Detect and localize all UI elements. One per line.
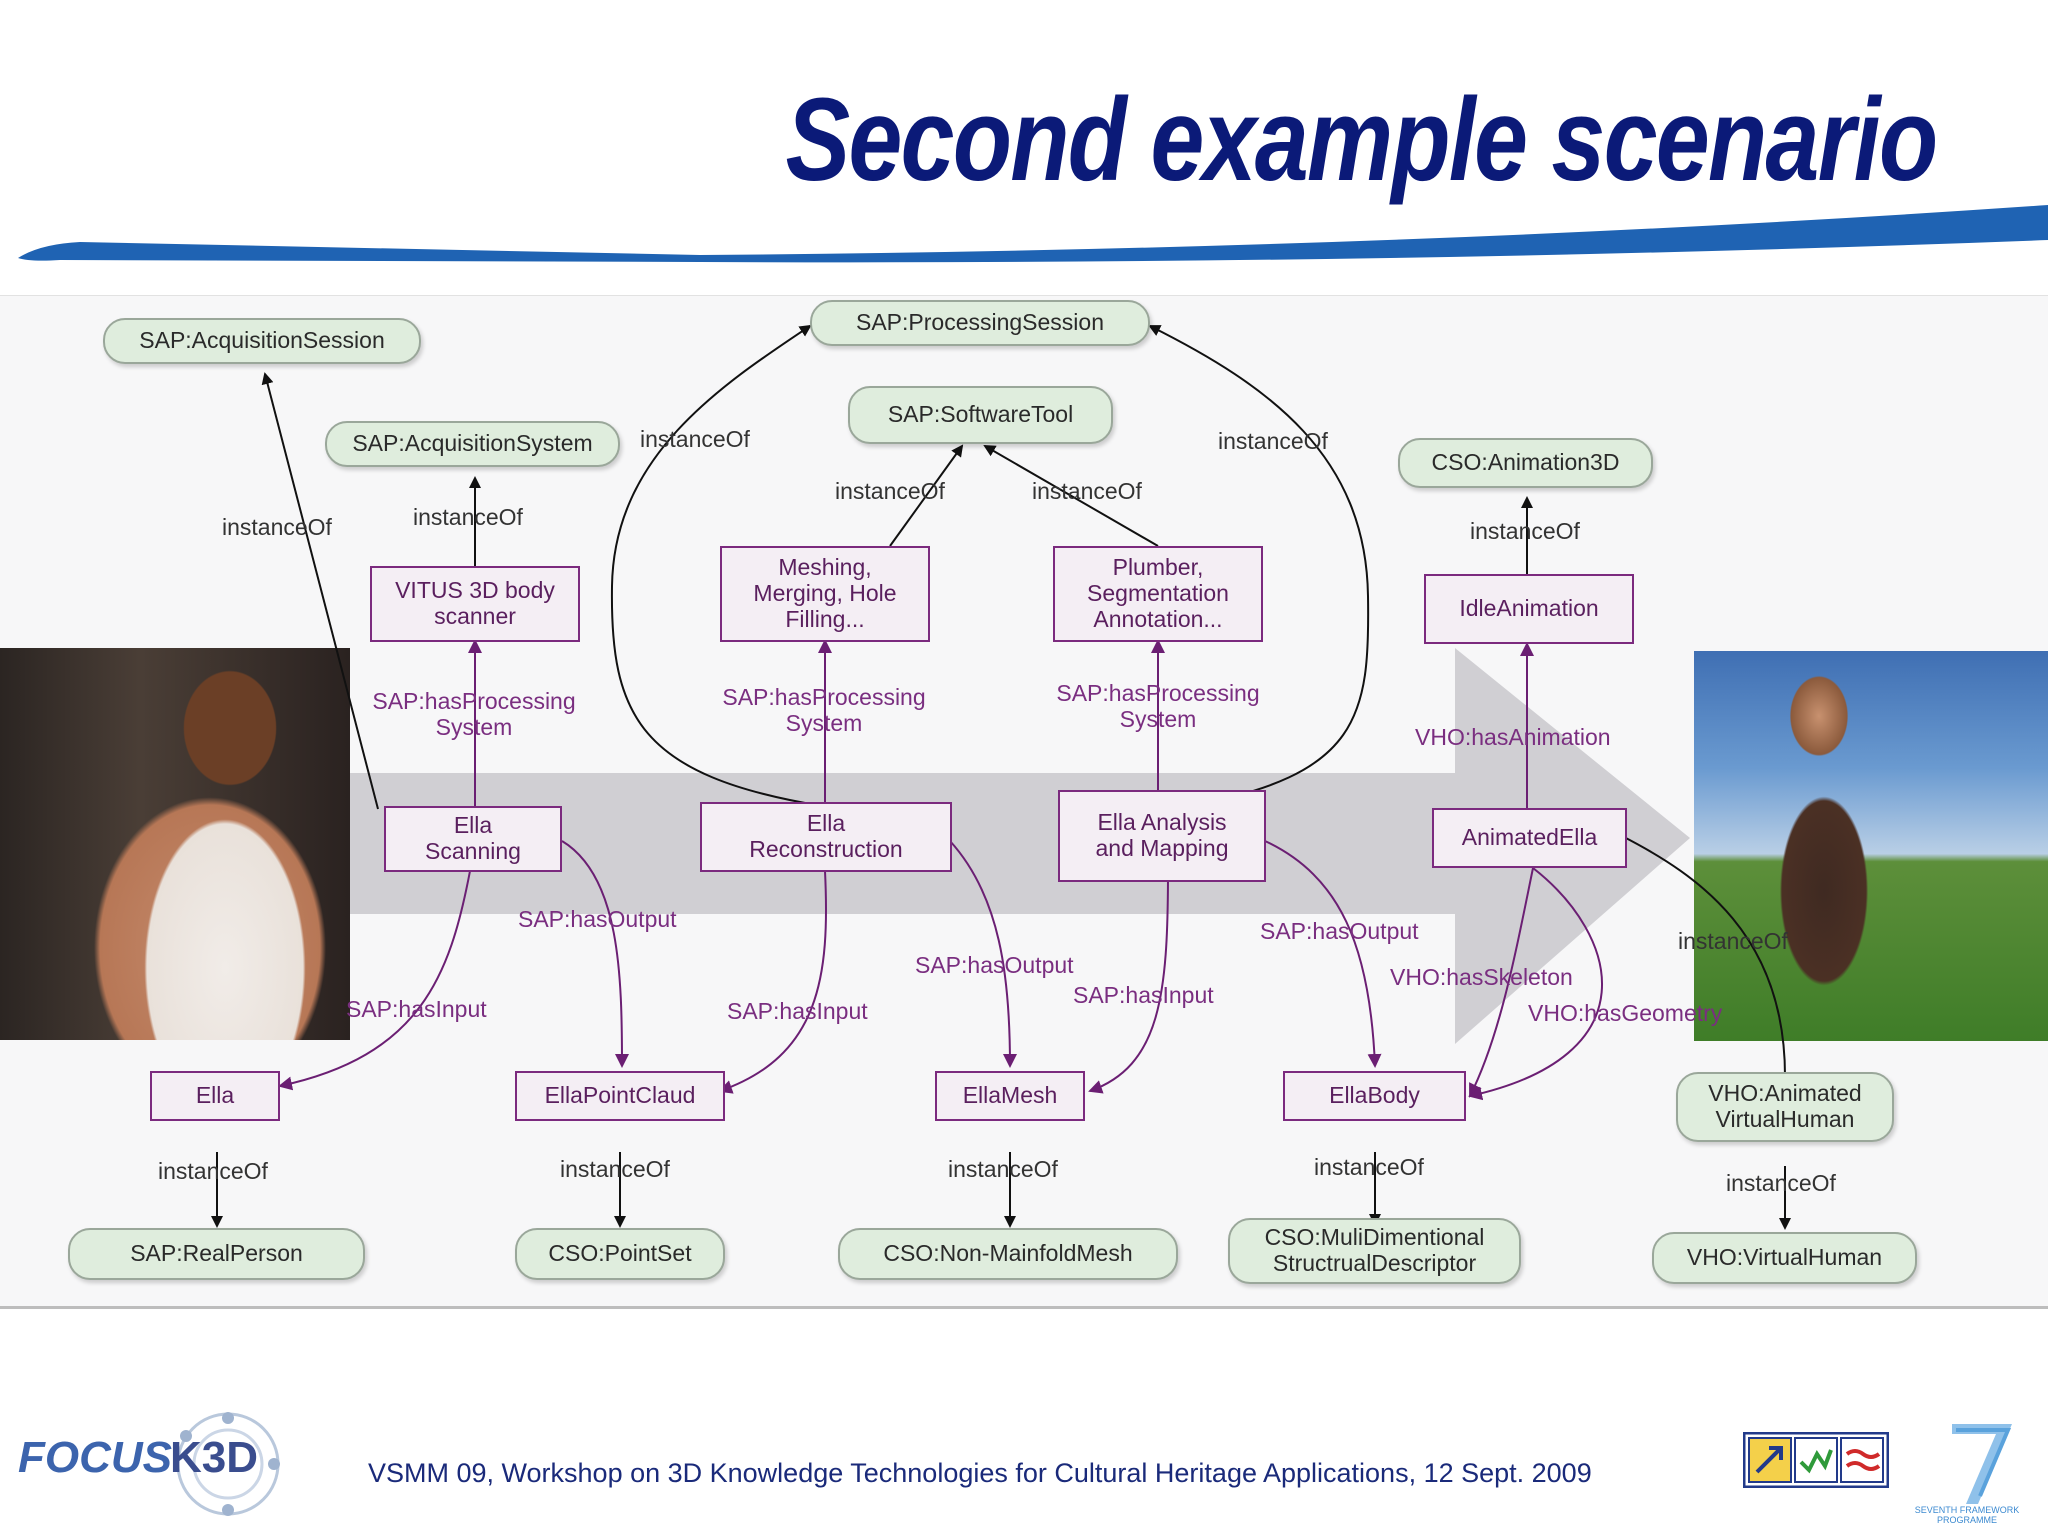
class-structural-descriptor: CSO:MuliDimentional StructrualDescriptor — [1228, 1218, 1521, 1284]
label-has-processing-system: SAP:hasProcessing System — [372, 688, 576, 741]
label-has-input: SAP:hasInput — [346, 996, 487, 1022]
class-animated-virtual-human: VHO:Animated VirtualHuman — [1676, 1072, 1894, 1142]
instance-animated-ella: AnimatedElla — [1432, 808, 1627, 868]
instance-idle-animation: IdleAnimation — [1424, 574, 1634, 644]
instance-meshing-tool: Meshing, Merging, Hole Filling... — [720, 546, 930, 642]
instance-plumber-tool: Plumber, Segmentation Annotation... — [1053, 546, 1263, 642]
class-real-person: SAP:RealPerson — [68, 1228, 365, 1280]
instance-ella-pointcloud: EllaPointClaud — [515, 1071, 725, 1121]
label-instanceof: instanceOf — [158, 1158, 268, 1184]
slide-title: Second example scenario — [785, 74, 1937, 206]
fp7-logo: SEVENTH FRAMEWORK PROGRAMME — [1912, 1420, 2022, 1532]
label-has-skeleton: VHO:hasSkeleton — [1390, 964, 1573, 990]
process-flow-arrow — [350, 648, 1690, 1044]
label-has-processing-system: SAP:hasProcessing System — [1056, 680, 1260, 733]
instance-ella-body: EllaBody — [1283, 1071, 1466, 1121]
ella-photo — [0, 648, 350, 1040]
class-non-manifold-mesh: CSO:Non-MainfoldMesh — [838, 1228, 1178, 1280]
label-has-input: SAP:hasInput — [1073, 982, 1214, 1008]
diagram-connectors — [211, 324, 1791, 1230]
label-instanceof: instanceOf — [222, 514, 332, 540]
instance-ella: Ella — [150, 1071, 280, 1121]
footer-citation: VSMM 09, Workshop on 3D Knowledge Techno… — [368, 1458, 1592, 1488]
label-instanceof: instanceOf — [1678, 928, 1788, 954]
instance-ella-mesh: EllaMesh — [935, 1071, 1085, 1121]
label-instanceof: instanceOf — [413, 504, 523, 530]
label-instanceof: instanceOf — [1470, 518, 1580, 544]
instance-vitus-scanner: VITUS 3D body scanner — [370, 566, 580, 642]
label-instanceof: instanceOf — [1726, 1170, 1836, 1196]
header-banner — [18, 205, 2048, 263]
animated-ella-render — [1694, 651, 2048, 1041]
class-virtual-human: VHO:VirtualHuman — [1652, 1232, 1917, 1284]
label-instanceof: instanceOf — [948, 1156, 1058, 1182]
label-has-output: SAP:hasOutput — [915, 952, 1074, 978]
class-software-tool: SAP:SoftwareTool — [848, 386, 1113, 444]
label-instanceof: instanceOf — [560, 1156, 670, 1182]
label-instanceof: instanceOf — [835, 478, 945, 504]
instance-ella-scanning: Ella Scanning — [384, 806, 562, 872]
label-instanceof: instanceOf — [1218, 428, 1328, 454]
class-animation3d: CSO:Animation3D — [1398, 438, 1653, 488]
label-instanceof: instanceOf — [640, 426, 750, 452]
label-instanceof: instanceOf — [1032, 478, 1142, 504]
label-has-animation: VHO:hasAnimation — [1415, 724, 1611, 750]
class-acquisition-system: SAP:AcquisitionSystem — [325, 421, 620, 467]
ict-logo — [1742, 1431, 1890, 1489]
label-has-output: SAP:hasOutput — [518, 906, 677, 932]
label-has-output: SAP:hasOutput — [1260, 918, 1419, 944]
instance-ella-reconstruction: Ella Reconstruction — [700, 802, 952, 872]
class-processing-session: SAP:ProcessingSession — [810, 300, 1150, 346]
instance-ella-analysis: Ella Analysis and Mapping — [1058, 790, 1266, 882]
class-acquisition-session: SAP:AcquisitionSession — [103, 318, 421, 364]
label-instanceof: instanceOf — [1314, 1154, 1424, 1180]
label-has-processing-system: SAP:hasProcessing System — [722, 684, 926, 737]
class-pointset: CSO:PointSet — [515, 1228, 725, 1280]
ontology-diagram: SAP:AcquisitionSession SAP:AcquisitionSy… — [0, 295, 2048, 1309]
label-has-input: SAP:hasInput — [727, 998, 868, 1024]
label-has-geometry: VHO:hasGeometry — [1528, 1000, 1723, 1026]
focus-k3d-logo: FOCUS K3D — [18, 1408, 288, 1518]
